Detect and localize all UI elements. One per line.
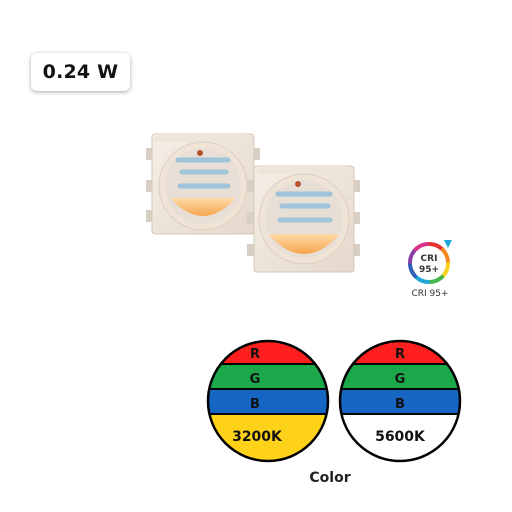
swatch-5600k: R G B 5600K (338, 339, 462, 463)
swatch-3200k-temp: 3200K (232, 429, 283, 445)
wattage-badge: 0.24 W (31, 53, 130, 91)
swatch-3200k-g: G (250, 372, 261, 387)
swatch-5600k-b: B (395, 397, 405, 412)
color-caption: Color (309, 470, 351, 486)
led-chip-back (146, 133, 260, 235)
swatch-3200k-r: R (250, 347, 260, 362)
band-blue (208, 388, 328, 416)
swatch-5600k-g: G (395, 372, 406, 387)
band-green (208, 363, 328, 391)
led-chip-front (247, 165, 360, 273)
swatch-5600k-temp: 5600K (375, 429, 426, 445)
swatch-3200k: R G B 3200K (206, 339, 330, 463)
cri-badge-icon: CRI 95+ (408, 240, 452, 284)
swatch-3200k-b: B (250, 397, 260, 412)
swatch-5600k-r: R (395, 347, 405, 362)
cri-caption: CRI 95+ (411, 289, 449, 299)
cri-badge-top: CRI (421, 254, 438, 264)
wattage-label: 0.24 W (42, 61, 119, 83)
cri-badge-bottom: 95+ (419, 265, 439, 275)
